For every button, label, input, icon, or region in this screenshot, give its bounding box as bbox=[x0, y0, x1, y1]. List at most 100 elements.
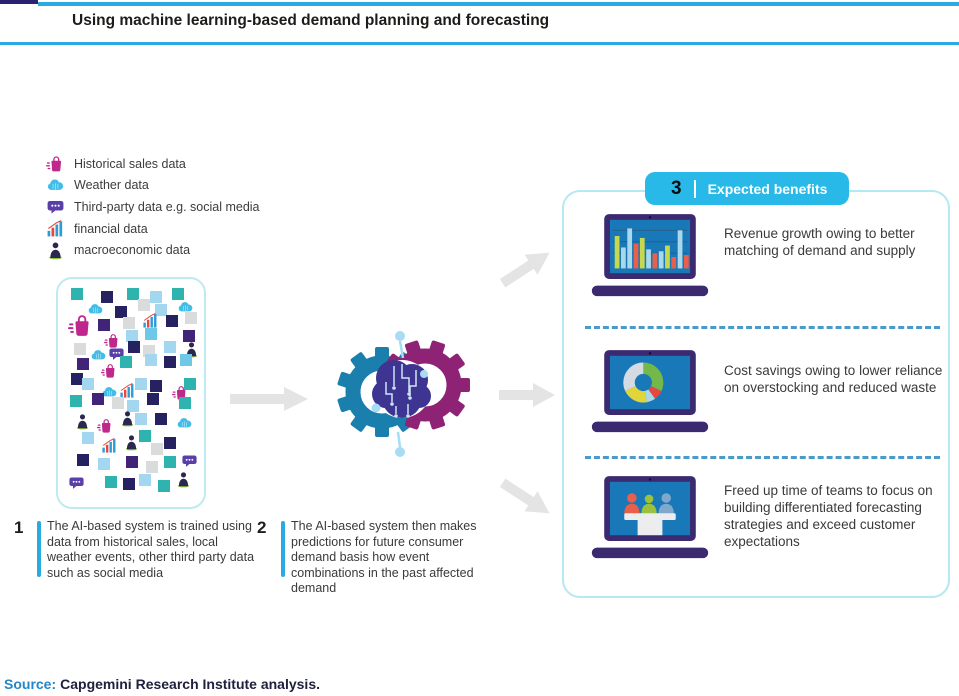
data-square bbox=[98, 318, 111, 331]
data-square bbox=[179, 353, 192, 366]
dashed-separator bbox=[585, 326, 940, 329]
source-text: Capgemini Research Institute analysis. bbox=[60, 676, 320, 692]
data-square bbox=[184, 377, 197, 390]
data-square bbox=[163, 355, 176, 368]
data-square bbox=[69, 395, 82, 408]
benefit-text: Revenue growth owing to better matching … bbox=[724, 226, 916, 259]
data-square bbox=[171, 288, 184, 301]
arrow-input-to-engine-icon bbox=[230, 387, 308, 411]
bubble-icon bbox=[108, 345, 125, 362]
data-square bbox=[163, 456, 176, 469]
header-accent-dark bbox=[0, 0, 38, 4]
badge-label: Expected benefits bbox=[707, 180, 828, 197]
bubble-icon bbox=[46, 197, 65, 216]
data-square bbox=[178, 397, 191, 410]
step-2-bar bbox=[281, 521, 285, 577]
data-square bbox=[125, 329, 138, 342]
arrow-to-benefit-2-icon bbox=[499, 383, 555, 407]
dashed-separator bbox=[585, 456, 940, 459]
bag-icon bbox=[97, 417, 114, 434]
legend-label: macroeconomic data bbox=[74, 243, 191, 258]
bag-icon bbox=[68, 312, 94, 338]
data-sources-legend: Historical sales data Weather data Third… bbox=[46, 153, 260, 261]
bag-icon bbox=[101, 362, 118, 379]
data-square bbox=[122, 478, 135, 491]
data-square bbox=[101, 290, 114, 303]
person-icon bbox=[123, 434, 140, 451]
badge-number: 3 bbox=[671, 177, 682, 199]
person-icon bbox=[74, 413, 91, 430]
source-prefix: Source: bbox=[4, 676, 57, 692]
badge-divider bbox=[693, 179, 696, 198]
legend-label: Weather data bbox=[74, 178, 149, 193]
source-line: Source:Capgemini Research Institute anal… bbox=[4, 676, 320, 692]
input-data-cloud bbox=[56, 277, 206, 509]
step-1-bar bbox=[37, 521, 41, 577]
title-underline bbox=[0, 42, 959, 45]
step-1-number: 1 bbox=[14, 518, 24, 537]
data-square bbox=[155, 303, 168, 316]
data-square bbox=[182, 329, 195, 342]
data-square bbox=[147, 393, 160, 405]
data-square bbox=[144, 327, 157, 340]
cloud-icon bbox=[87, 301, 104, 318]
data-square bbox=[111, 397, 124, 410]
cloud-icon bbox=[101, 384, 118, 401]
data-square bbox=[76, 358, 89, 371]
data-square bbox=[114, 305, 127, 318]
data-square bbox=[137, 299, 150, 312]
data-square bbox=[155, 412, 168, 425]
legend-label: Third-party data e.g. social media bbox=[74, 199, 260, 214]
data-square bbox=[91, 393, 104, 405]
legend-item: financial data bbox=[46, 218, 260, 240]
cloud-icon bbox=[177, 299, 194, 316]
person-icon bbox=[119, 410, 136, 427]
data-square bbox=[150, 379, 163, 392]
bag-icon bbox=[46, 154, 65, 173]
data-square bbox=[73, 342, 86, 355]
data-square bbox=[158, 480, 171, 493]
legend-item: Third-party data e.g. social media bbox=[46, 196, 260, 218]
bubble-icon bbox=[68, 474, 85, 491]
data-square bbox=[135, 412, 148, 425]
data-square bbox=[139, 430, 152, 443]
expected-benefits-badge: 3 Expected benefits bbox=[645, 172, 850, 205]
data-square bbox=[128, 340, 141, 353]
data-square bbox=[71, 373, 84, 386]
cloud-icon bbox=[90, 347, 107, 364]
chart-icon bbox=[119, 382, 136, 399]
step-2-number: 2 bbox=[257, 518, 267, 537]
cloud-icon bbox=[46, 176, 65, 195]
data-scatter bbox=[63, 284, 199, 502]
ml-engine-gear-brain-icon bbox=[336, 328, 470, 462]
arrow-to-benefit-3-icon bbox=[499, 478, 550, 514]
legend-item: macroeconomic data bbox=[46, 239, 260, 261]
data-square bbox=[145, 460, 158, 473]
data-square bbox=[126, 399, 139, 412]
laptop-meeting-icon bbox=[588, 475, 712, 563]
bag-icon bbox=[103, 332, 121, 349]
data-square bbox=[71, 288, 84, 301]
data-square bbox=[144, 353, 157, 366]
laptop-donut-chart-icon bbox=[588, 349, 712, 437]
step-2-text: The AI-based system then makes predictio… bbox=[291, 519, 477, 595]
data-square bbox=[166, 314, 179, 327]
data-square bbox=[185, 312, 198, 325]
data-square bbox=[82, 432, 95, 445]
legend-item: Weather data bbox=[46, 175, 260, 197]
cloud-icon bbox=[176, 415, 193, 432]
data-square bbox=[135, 377, 148, 390]
benefit-text: Cost savings owing to lower reliance on … bbox=[724, 363, 943, 396]
data-square bbox=[125, 456, 138, 469]
chart-icon bbox=[142, 312, 159, 329]
data-square bbox=[82, 377, 95, 390]
arrow-to-benefit-1-icon bbox=[499, 252, 550, 288]
data-square bbox=[151, 443, 164, 456]
benefit-text: Freed up time of teams to focus on build… bbox=[724, 483, 933, 550]
data-square bbox=[150, 290, 163, 303]
header-accent-cyan bbox=[38, 2, 959, 6]
legend-item: Historical sales data bbox=[46, 153, 260, 175]
chart-icon bbox=[101, 437, 118, 454]
data-square bbox=[98, 458, 111, 471]
step-1-text: The AI-based system is trained using dat… bbox=[47, 519, 255, 580]
